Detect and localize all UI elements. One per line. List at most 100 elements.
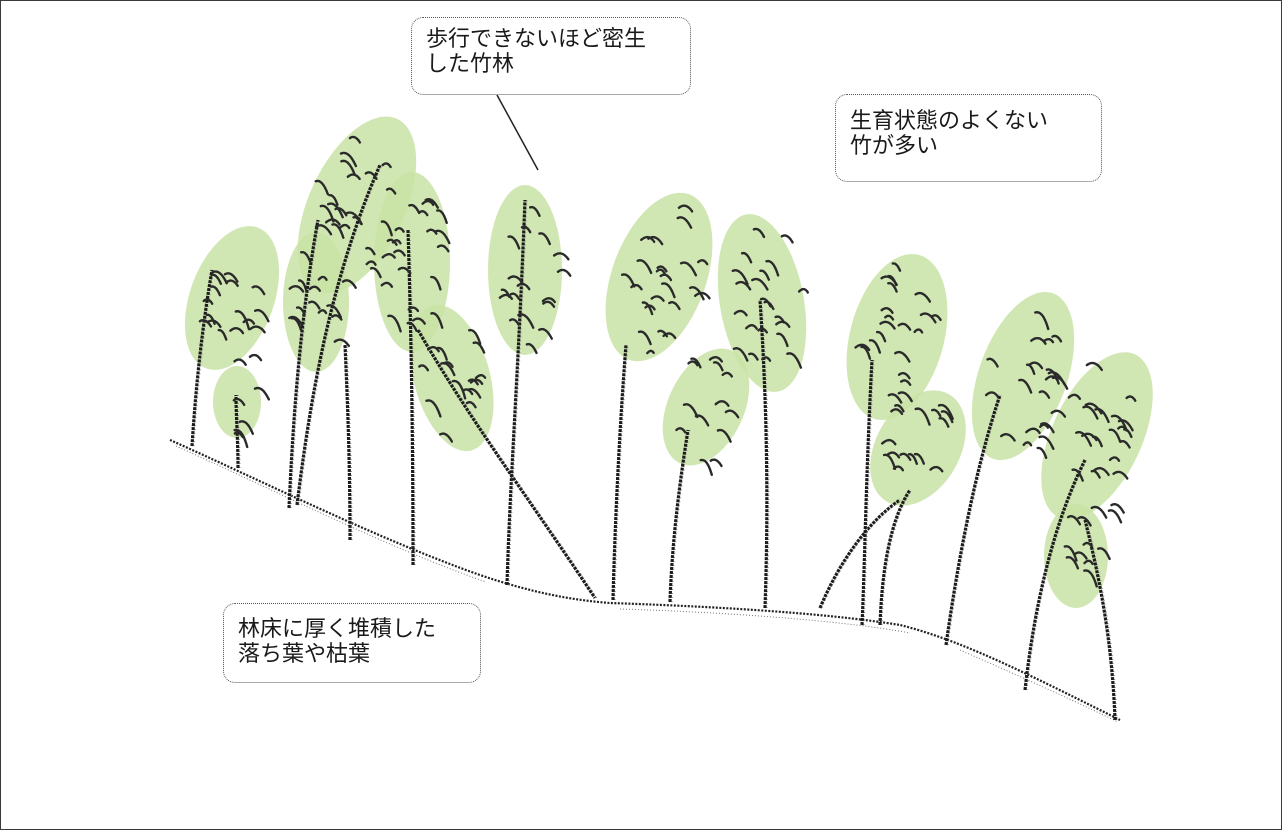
bamboo-leaf	[1085, 361, 1103, 372]
bamboo-leaf	[662, 332, 677, 340]
bamboo-leaf	[937, 403, 954, 420]
bamboo-leaf	[328, 193, 339, 206]
bamboo-leaf	[297, 279, 308, 292]
bamboo-leaf	[1039, 423, 1050, 429]
bamboo-leaf	[1082, 541, 1094, 549]
bamboo-leaf	[721, 371, 734, 379]
foliage-highlight-layer	[184, 116, 1153, 608]
bamboo-leaf	[407, 306, 420, 313]
bamboo-leaf	[1038, 435, 1055, 450]
bamboo-stem	[944, 394, 1002, 646]
bamboo-leaf	[339, 151, 358, 168]
bamboo-leaf	[690, 357, 702, 369]
bamboo-leaf	[879, 320, 896, 331]
bamboo-leaf	[1117, 425, 1128, 432]
bamboo-leaf	[1108, 456, 1121, 463]
bamboo-leaf	[308, 300, 321, 310]
bamboo-leaf	[731, 269, 749, 286]
bamboo-stem	[668, 429, 690, 603]
callout-dense-bamboo-line1: 歩行できないほど密生	[426, 27, 647, 52]
bamboo-leaf	[542, 300, 556, 308]
bamboo-leaf	[881, 438, 897, 446]
bamboo-leaf	[364, 171, 378, 180]
bamboo-leaf	[697, 259, 709, 266]
bamboo-leaf	[424, 197, 439, 209]
bamboo-stem	[287, 219, 320, 509]
ground-litter	[175, 445, 1119, 723]
bamboo-leaf	[940, 410, 954, 424]
bamboo-leaf	[1112, 470, 1129, 480]
bamboo-leaf	[517, 313, 535, 329]
bamboo-leaf	[751, 277, 769, 291]
bamboo-leaf	[1117, 419, 1134, 432]
bamboo-leaf	[254, 309, 270, 323]
bamboo-leaf	[425, 399, 442, 419]
bamboo-leaf	[385, 187, 397, 195]
callout-poor-growth-line2: 竹が多い	[850, 134, 939, 159]
bamboo-leaf	[295, 306, 306, 317]
bamboo-leaf	[333, 338, 351, 348]
callout-litter-line2: 落ち葉や枯葉	[238, 642, 371, 667]
bamboo-leaf	[1066, 515, 1082, 526]
bamboo-leaf	[406, 321, 418, 332]
bamboo-leaf	[897, 391, 914, 404]
bamboo-leaf	[637, 330, 652, 346]
bamboo-leaf	[986, 357, 999, 368]
bamboo-leaf	[1119, 439, 1131, 449]
bamboo-leaf	[1083, 559, 1094, 566]
bamboo-stem	[878, 489, 912, 626]
bamboo-leaf	[386, 238, 398, 247]
bamboo-leaf	[331, 314, 343, 322]
bamboo-leaf	[646, 349, 656, 355]
bamboo-leaf	[1077, 516, 1092, 527]
bamboo-leaf	[1082, 405, 1099, 420]
callout-poor-growth: 生育状態のよくない 竹が多い	[835, 94, 1102, 182]
bamboo-leaf	[436, 209, 448, 224]
bamboo-leaf	[430, 312, 444, 329]
bamboo-leaf	[288, 315, 304, 327]
bamboo-leaf	[716, 428, 732, 443]
bamboo-leaf	[1083, 569, 1098, 588]
bamboo-leaf	[341, 279, 357, 289]
bamboo-leaf	[472, 341, 486, 354]
bamboo-leaf	[854, 343, 871, 352]
bamboo-leaf	[427, 346, 440, 353]
bamboo-leaf	[380, 220, 393, 237]
bamboo-leaf	[687, 360, 699, 367]
bamboo-stem	[1023, 459, 1087, 691]
bamboo-leaf	[229, 327, 245, 335]
bamboo-leaf	[1074, 551, 1089, 561]
bamboo-leaf	[1036, 446, 1048, 460]
bamboo-stem	[190, 269, 214, 447]
bamboo-stem	[406, 229, 415, 566]
bamboo-leaf	[233, 428, 249, 449]
bamboo-leaf	[440, 361, 456, 377]
bamboo-leaf	[451, 379, 467, 400]
bamboo-leaf	[890, 408, 904, 416]
bamboo-leaf	[365, 246, 376, 256]
bamboo-leaf	[984, 391, 999, 398]
bamboo-leaf	[880, 307, 894, 314]
bamboo-stem-texture	[614, 344, 629, 601]
bamboo-leaf	[210, 285, 222, 297]
bamboo-leaf	[381, 162, 392, 169]
bamboo-leaf	[217, 328, 228, 341]
bamboo-leaf	[882, 453, 897, 470]
callout-pointer-line	[496, 94, 539, 171]
bamboo-leaf	[249, 325, 267, 334]
bamboo-stem	[758, 299, 769, 609]
bamboo-leaf	[393, 249, 406, 257]
bamboo-leaf	[1084, 402, 1103, 416]
bamboo-leaf	[656, 265, 668, 273]
bamboo-leaf	[474, 373, 487, 380]
bamboo-leaf	[797, 287, 809, 294]
bamboo-leaf	[314, 224, 333, 236]
foliage-highlight	[605, 192, 713, 362]
bamboo-leaf	[752, 227, 766, 240]
bamboo-leaf	[300, 250, 312, 264]
bamboo-leaf	[740, 251, 753, 264]
bamboo-leaf	[317, 309, 328, 315]
bamboo-leaf	[1047, 371, 1066, 386]
bamboo-stem	[860, 359, 874, 626]
